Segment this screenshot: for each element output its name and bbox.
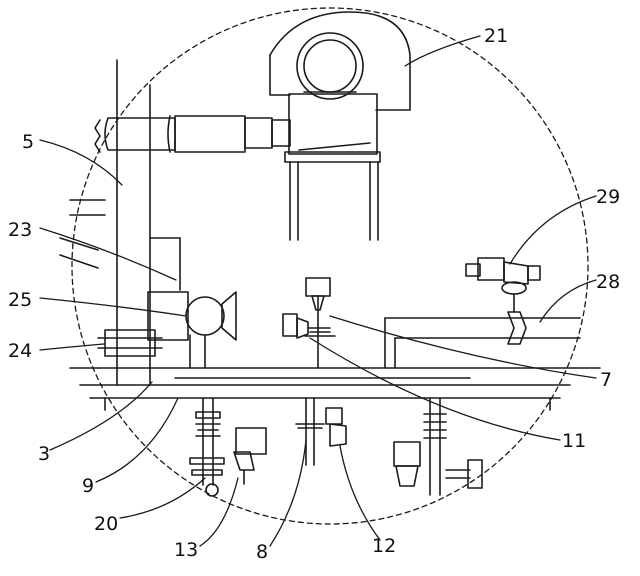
label-29: 29 <box>596 186 620 208</box>
detail-circle <box>71 7 589 525</box>
flange-24 <box>97 329 163 357</box>
fan-assembly <box>269 11 411 241</box>
label-3: 3 <box>38 443 50 465</box>
rod-8-valve-12 <box>295 397 347 466</box>
label-9: 9 <box>82 475 94 497</box>
valve-actuator-29 <box>465 257 541 313</box>
left-hatch-lines <box>59 199 106 269</box>
label-25: 25 <box>8 289 32 311</box>
left-frame-wall <box>116 59 181 386</box>
stem-handle-7 <box>305 277 331 369</box>
label-20: 20 <box>94 513 118 535</box>
label-13: 13 <box>174 539 198 561</box>
pump-valve-25 <box>147 291 237 369</box>
label-12: 12 <box>372 535 396 557</box>
label-5: 5 <box>22 131 34 153</box>
leader-lines <box>39 35 597 547</box>
label-28: 28 <box>596 271 620 293</box>
label-24: 24 <box>8 340 32 362</box>
label-7: 7 <box>600 369 612 391</box>
main-pipes <box>69 367 601 411</box>
label-8: 8 <box>256 541 268 563</box>
right-lower-valve <box>393 397 483 496</box>
valve-11 <box>282 313 336 339</box>
label-11: 11 <box>562 430 586 452</box>
label-21: 21 <box>484 25 508 47</box>
lower-valve-20 <box>189 397 267 497</box>
exhaust-duct <box>94 115 291 153</box>
right-pipe-28 <box>384 311 581 369</box>
label-23: 23 <box>8 219 32 241</box>
part-labels: 21 5 23 25 24 29 28 7 11 3 9 20 13 8 12 <box>8 25 620 563</box>
